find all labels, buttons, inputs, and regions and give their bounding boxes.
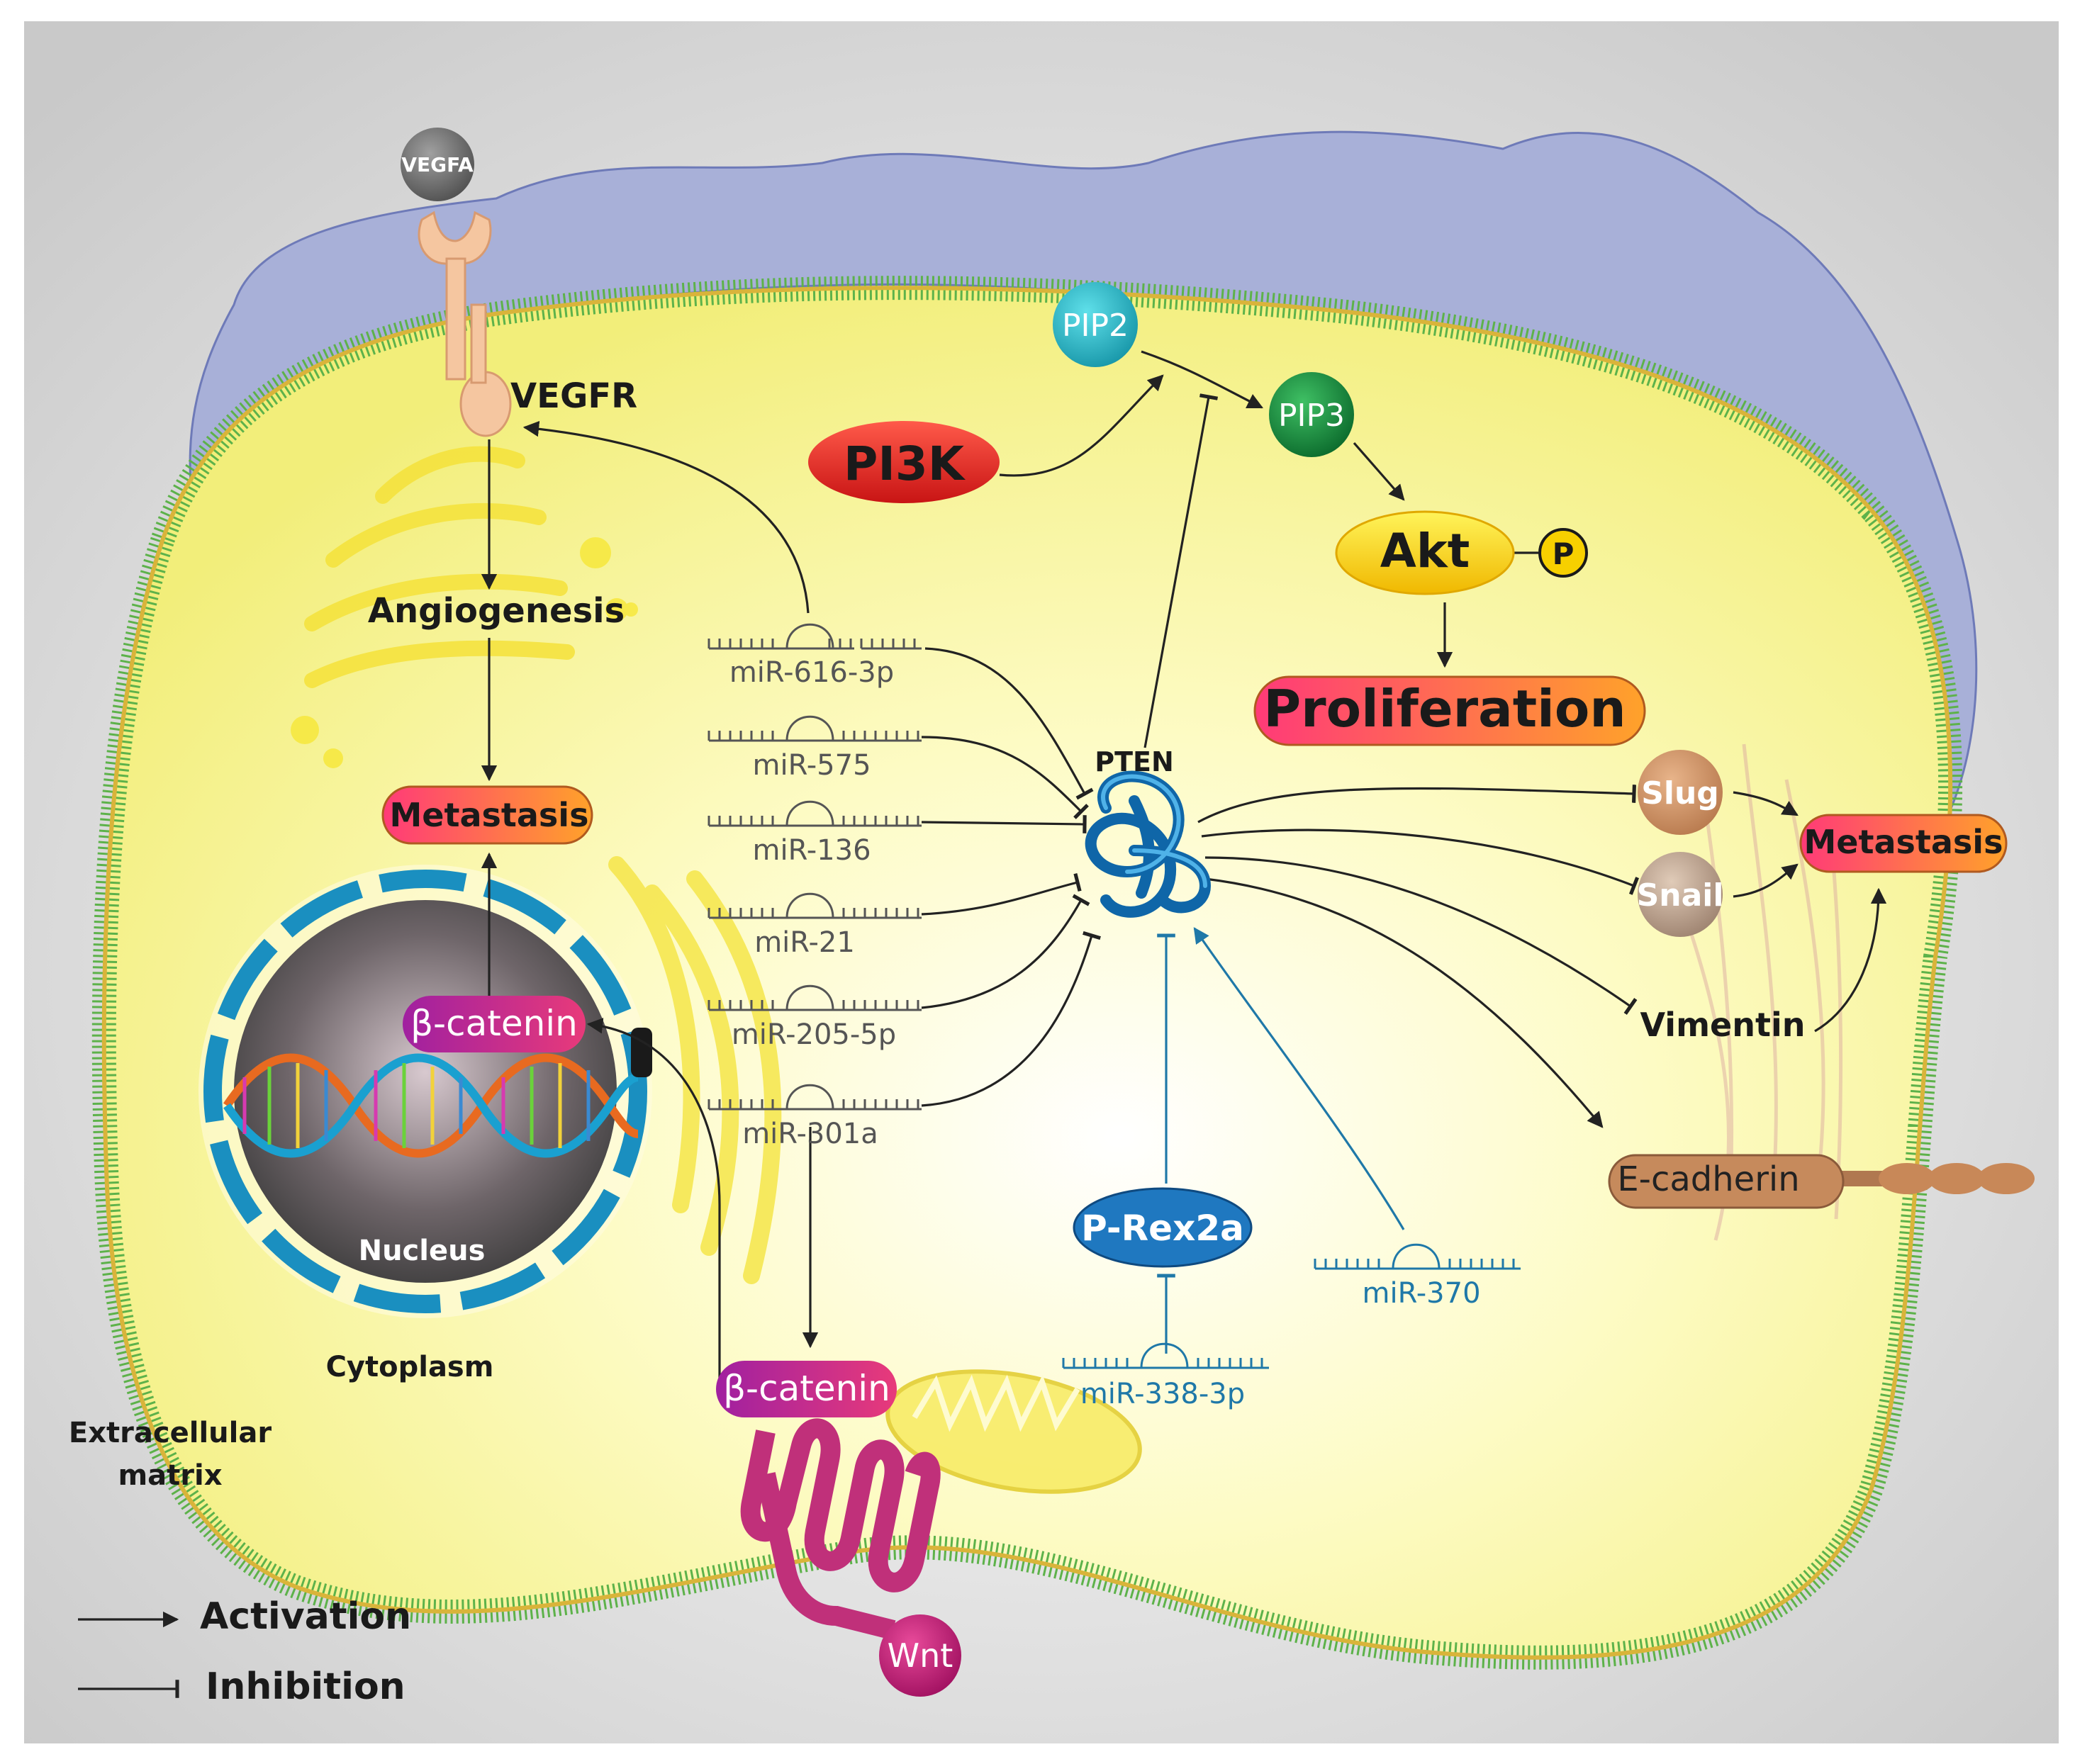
phospho-node xyxy=(1538,528,1588,578)
wnt-node xyxy=(879,1614,961,1697)
mir-370-label: miR-370 xyxy=(1362,1277,1480,1310)
nuclear-pore xyxy=(631,1028,652,1077)
vimentin-label: Vimentin xyxy=(1640,1006,1806,1044)
endoplasmic-reticulum xyxy=(608,856,782,1284)
metastasis-right-box xyxy=(1799,814,2008,873)
snail-node xyxy=(1638,852,1723,937)
frizzled-receptor xyxy=(740,1418,941,1640)
beta-catenin-nucleus-box xyxy=(403,996,586,1052)
extracellular-label-1: Extracellular xyxy=(69,1417,272,1449)
e-cadherin-label: E-cadherin xyxy=(1617,1159,1799,1199)
legend: Activation Inhibition xyxy=(78,1595,411,1708)
beta-catenin-nucleus-label: β-catenin xyxy=(410,1003,578,1044)
e-cadherin-box xyxy=(1608,1154,1845,1209)
angiogenesis-label: Angiogenesis xyxy=(368,591,625,631)
pi3k-label: PI3K xyxy=(844,437,966,491)
proliferation-box xyxy=(1253,675,1646,746)
phospho-label: P xyxy=(1553,536,1575,571)
vegfa-label: VEGFA xyxy=(401,153,474,176)
mir-136-label: miR-136 xyxy=(752,834,871,867)
mir-575-label: miR-575 xyxy=(752,749,871,782)
vegfa-node xyxy=(401,128,474,201)
pip2-node xyxy=(1053,282,1138,367)
beta-catenin-membrane-box xyxy=(716,1361,897,1417)
legend-activation-label: Activation xyxy=(200,1595,411,1638)
pip2-label: PIP2 xyxy=(1062,308,1129,344)
mir-21-label: miR-21 xyxy=(754,926,855,959)
akt-label: Akt xyxy=(1380,524,1470,578)
extracellular-label-2: matrix xyxy=(118,1459,222,1492)
pip3-label: PIP3 xyxy=(1278,398,1345,434)
p-rex2a-label: P-Rex2a xyxy=(1081,1208,1244,1249)
nucleus-label: Nucleus xyxy=(359,1235,486,1267)
metastasis-left-label: Metastasis xyxy=(390,796,589,834)
vegfr-label: VEGFR xyxy=(510,376,637,416)
golgi-apparatus xyxy=(304,446,575,688)
metastasis-left-box xyxy=(381,785,593,845)
snail-label: Snail xyxy=(1637,877,1724,914)
mir-205-label: miR-205-5p xyxy=(732,1018,896,1051)
pten-label: PTEN xyxy=(1095,746,1174,777)
slug-node xyxy=(1638,750,1723,835)
pathway-edges xyxy=(481,350,1887,1389)
mir-616-label: miR-616-3p xyxy=(729,656,894,689)
mir-301-label: miR-301a xyxy=(742,1118,878,1150)
pten-protein-highlight xyxy=(1101,774,1207,888)
proliferation-label: Proliferation xyxy=(1263,679,1626,738)
akt-node xyxy=(1335,510,1515,595)
mir-338-label: miR-338-3p xyxy=(1080,1378,1245,1410)
pip3-node xyxy=(1269,372,1354,457)
pi3k-node xyxy=(808,421,1000,503)
legend-inhibition-label: Inhibition xyxy=(206,1665,406,1708)
mirna-glyphs-blue xyxy=(1062,1243,1521,1369)
cytoplasm-label: Cytoplasm xyxy=(326,1351,494,1383)
beta-catenin-membrane-label: β-catenin xyxy=(723,1368,890,1409)
wnt-label: Wnt xyxy=(888,1636,953,1675)
vesicles xyxy=(291,537,638,768)
membrane-outline xyxy=(101,286,1953,1660)
p-rex2a-node xyxy=(1073,1187,1253,1268)
vegfr-receptor xyxy=(418,210,512,437)
metastasis-right-label: Metastasis xyxy=(1804,823,2003,861)
dna-helix xyxy=(223,1053,639,1158)
slug-label: Slug xyxy=(1641,775,1719,811)
mirna-glyphs xyxy=(707,623,922,1111)
